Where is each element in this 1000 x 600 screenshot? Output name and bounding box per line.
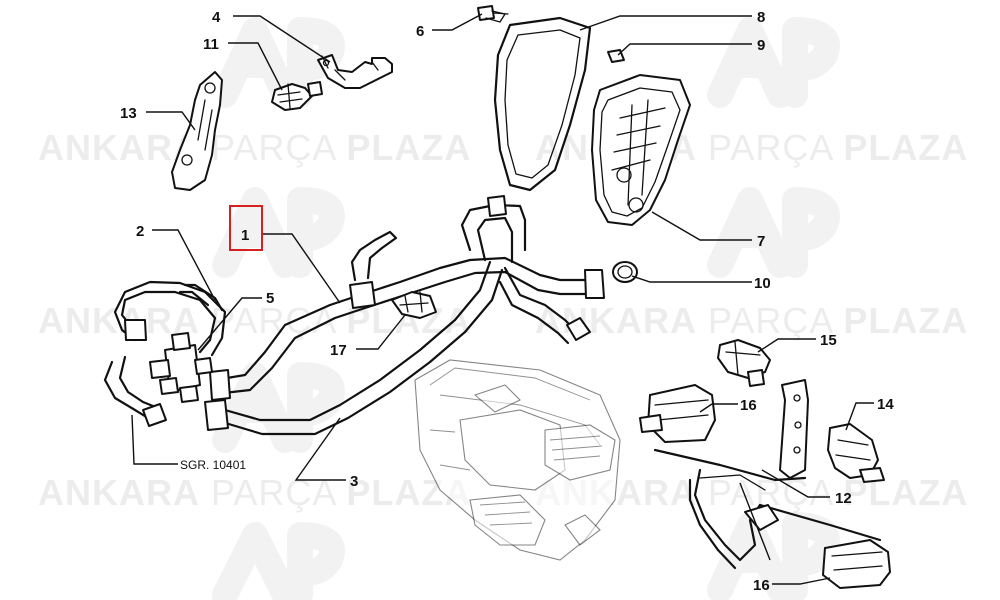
heater-hose-assembly [204, 195, 605, 436]
callout-16-upper[interactable]: 16 [740, 397, 757, 414]
leader-5 [197, 297, 262, 351]
watermark-logo [212, 522, 345, 600]
leader-13 [146, 111, 196, 131]
leader-12b [739, 482, 771, 561]
callout-2[interactable]: 2 [136, 223, 144, 240]
callout-14[interactable]: 14 [877, 396, 894, 413]
leader-1 [262, 233, 341, 304]
leader-17 [356, 314, 406, 350]
leader-11 [228, 42, 283, 91]
watermark-logo [707, 187, 840, 278]
heater-housing [414, 359, 621, 561]
heater-core-7 [591, 74, 691, 226]
bracket-4 [317, 54, 393, 89]
watermark-logo [212, 362, 345, 453]
callout-4[interactable]: 4 [212, 9, 221, 26]
callout-7[interactable]: 7 [757, 233, 765, 250]
leader-8 [579, 15, 752, 31]
callout-11[interactable]: 11 [203, 36, 219, 53]
selected-part-highlight [229, 205, 263, 251]
leader-7 [651, 211, 752, 241]
bracket-12 [653, 379, 882, 570]
leader-15 [757, 338, 816, 353]
seal-8 [493, 16, 592, 192]
clip-16-upper [639, 384, 716, 443]
hose-sgr-10401 [103, 355, 167, 427]
reference-label: SGR. 10401 [180, 458, 246, 472]
callout-17[interactable]: 17 [330, 342, 347, 359]
callout-labels: 4 11 13 6 8 9 7 10 2 1 5 17 3 SGR. 10401… [120, 9, 894, 594]
hose-clip-17 [391, 291, 437, 319]
leader-6 [432, 13, 483, 31]
watermark-line: ANKARA PARÇA PLAZA [535, 300, 968, 341]
watermark-line: ANKARA PARÇA PLAZA [38, 127, 471, 168]
hose-clamp-10 [612, 261, 638, 283]
valve [149, 332, 213, 403]
callout-12[interactable]: 12 [835, 490, 852, 507]
bolt-6 [477, 5, 509, 23]
fastener-11 [271, 81, 323, 111]
leader-12 [761, 469, 830, 498]
callout-16-lower[interactable]: 16 [753, 577, 770, 594]
callout-3[interactable]: 3 [350, 473, 358, 490]
callout-15[interactable]: 15 [820, 332, 837, 349]
callout-6[interactable]: 6 [416, 23, 424, 40]
leader-9 [617, 43, 752, 56]
hose-part-2 [113, 280, 227, 357]
bracket-13 [171, 71, 223, 191]
leader-lines [131, 13, 874, 585]
leader-4 [233, 15, 331, 63]
clip-14 [827, 423, 885, 483]
watermark-logo [707, 17, 840, 108]
leader-16-upper [699, 403, 738, 413]
clip-15 [717, 339, 771, 387]
callout-9[interactable]: 9 [757, 37, 765, 54]
leader-2 [152, 229, 216, 301]
watermark-line: ANKARA PARÇA PLAZA [38, 472, 471, 513]
leader-14 [845, 402, 874, 431]
watermark-logo [212, 187, 345, 278]
leader-3 [294, 417, 346, 481]
leader-10 [631, 275, 752, 283]
leader-sgr [131, 414, 178, 465]
callout-5[interactable]: 5 [266, 290, 274, 307]
leader-16-lower [772, 577, 831, 585]
callout-10[interactable]: 10 [754, 275, 771, 292]
callout-8[interactable]: 8 [757, 9, 765, 26]
clip-16-lower [822, 539, 891, 589]
callout-1[interactable]: 1 [241, 227, 249, 244]
callout-13[interactable]: 13 [120, 105, 137, 122]
